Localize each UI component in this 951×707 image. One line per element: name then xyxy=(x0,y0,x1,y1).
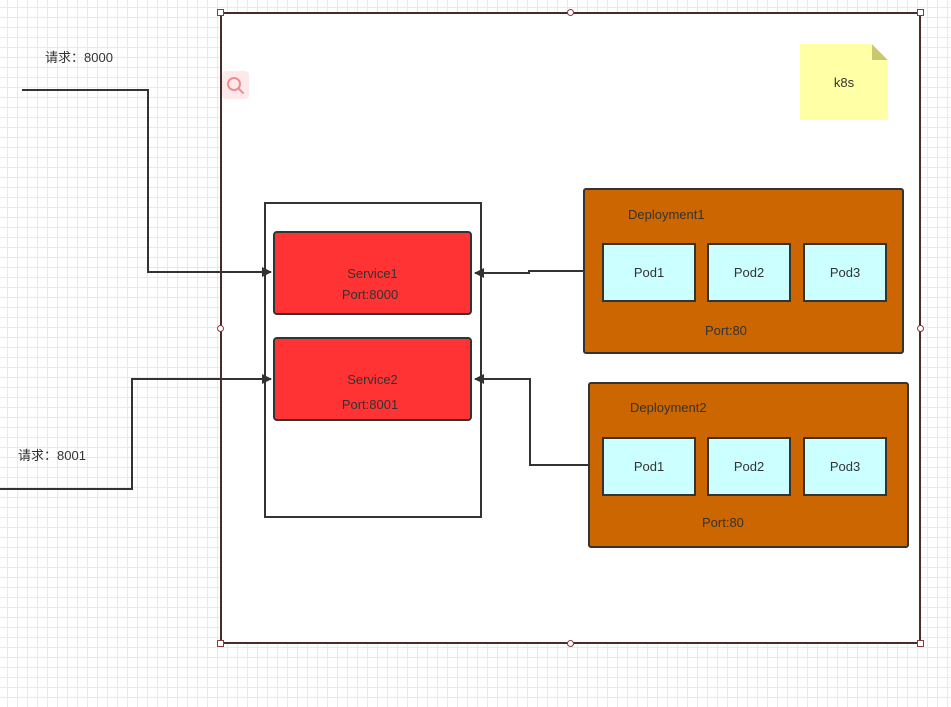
resize-handle-bottom-center[interactable] xyxy=(567,640,574,647)
pod-label: Pod2 xyxy=(733,459,765,474)
deployment2-box[interactable]: Deployment2 Pod1 Pod2 Pod3 Port:80 xyxy=(588,382,909,548)
service2-port: Port:8001 xyxy=(341,397,399,412)
resize-handle-top-left[interactable] xyxy=(217,9,224,16)
service1-box[interactable]: Service1 Port:8000 xyxy=(273,231,472,315)
deployment2-name: Deployment2 xyxy=(630,400,707,415)
deployment2-port: Port:80 xyxy=(702,515,744,530)
service1-name: Service1 xyxy=(347,266,398,281)
deployment1-name: Deployment1 xyxy=(628,207,705,222)
request-8001-connector[interactable] xyxy=(0,374,272,490)
resize-handle-bottom-left[interactable] xyxy=(217,640,224,647)
pod-label: Pod3 xyxy=(829,459,861,474)
pod-label: Pod1 xyxy=(633,265,665,280)
deployment2-to-service2-connector[interactable] xyxy=(474,374,588,466)
request-label-8001: 请求：8001 xyxy=(18,448,86,463)
resize-handle-middle-left[interactable] xyxy=(217,325,224,332)
deployment1-pod3[interactable]: Pod3 xyxy=(803,243,887,302)
pod-label: Pod3 xyxy=(829,265,861,280)
deployment1-to-service1-connector[interactable] xyxy=(474,268,583,278)
resize-handle-top-right[interactable] xyxy=(917,9,924,16)
deployment1-pod2[interactable]: Pod2 xyxy=(707,243,791,302)
request-8000-connector[interactable] xyxy=(22,89,272,277)
k8s-note-label: k8s xyxy=(833,74,855,90)
pod-label: Pod2 xyxy=(733,265,765,280)
pod-label: Pod1 xyxy=(633,459,665,474)
resize-handle-bottom-right[interactable] xyxy=(917,640,924,647)
service1-port: Port:8000 xyxy=(341,287,399,302)
deployment1-port: Port:80 xyxy=(705,323,747,338)
service2-box[interactable]: Service2 Port:8001 xyxy=(273,337,472,421)
service2-name: Service2 xyxy=(347,372,398,387)
deployment1-box[interactable]: Deployment1 Pod1 Pod2 Pod3 Port:80 xyxy=(583,188,904,354)
request-label-8000: 请求：8000 xyxy=(45,50,113,65)
deployment2-pod2[interactable]: Pod2 xyxy=(707,437,791,496)
search-icon[interactable] xyxy=(222,71,249,99)
deployment2-pod1[interactable]: Pod1 xyxy=(602,437,696,496)
resize-handle-middle-right[interactable] xyxy=(917,325,924,332)
note-fold-corner xyxy=(872,44,888,60)
deployment2-pod3[interactable]: Pod3 xyxy=(803,437,887,496)
deployment1-pod1[interactable]: Pod1 xyxy=(602,243,696,302)
resize-handle-top-center[interactable] xyxy=(567,9,574,16)
